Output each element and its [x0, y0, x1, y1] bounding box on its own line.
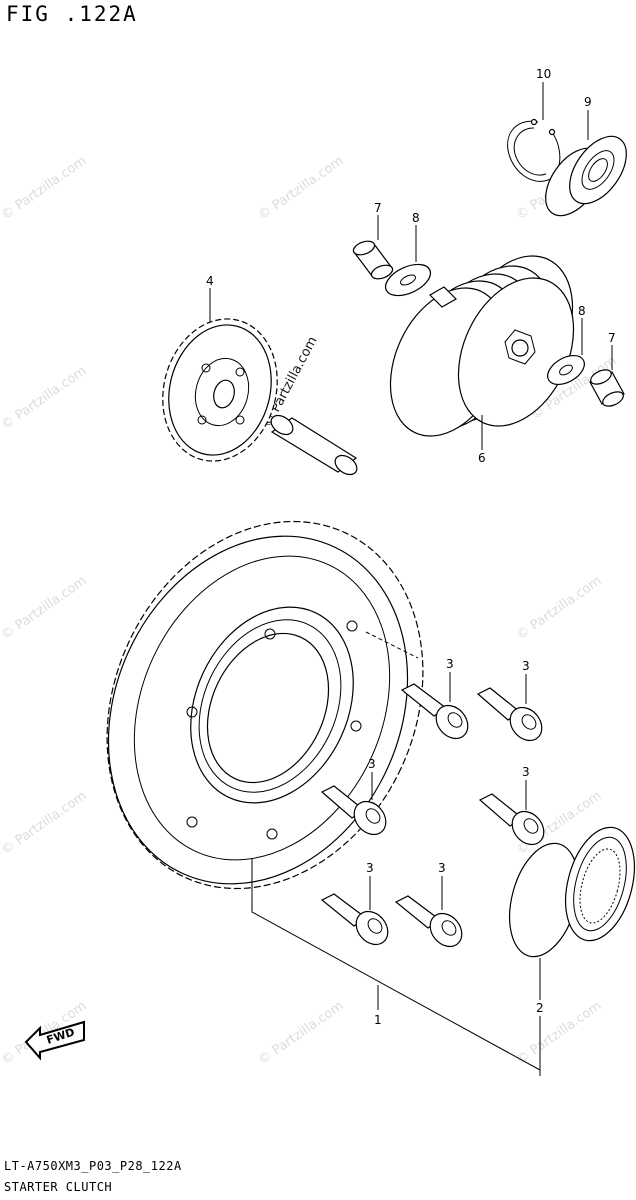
callout-3-f: 3: [438, 861, 446, 875]
part-1-starter-driven-gear: [106, 520, 541, 1071]
watermark-text: © Partzilla.com: [256, 998, 347, 1068]
callout-3-b: 3: [522, 659, 530, 673]
watermark-text: © Partzilla.com: [0, 153, 89, 223]
bolt-1: [400, 672, 469, 740]
bolt-3: [320, 772, 387, 836]
part-7-bushing-lower: [589, 345, 625, 407]
callout-6: 6: [478, 451, 486, 465]
part-8-washer-lower: [547, 318, 585, 386]
leader-lines: [365, 631, 419, 659]
part-3-bolts: [320, 672, 545, 948]
watermark-text: © Partzilla.com: [256, 153, 347, 223]
part-7-bushing-upper: [352, 215, 394, 280]
watermark-text: © Partzilla.com: [0, 363, 89, 433]
callout-4: 4: [206, 274, 214, 288]
bolt-4: [478, 780, 545, 846]
figure-code: LT-A750XM3_P03_P28_122A: [4, 1159, 182, 1173]
callout-8-lower: 8: [578, 304, 586, 318]
part-4-idle-gear: [162, 288, 278, 462]
callout-7-upper: 7: [374, 201, 382, 215]
part-2-needle-bearing: [509, 826, 635, 1076]
watermark-text: © Partzilla.com: [0, 788, 89, 858]
idle-gear-shaft: [270, 414, 358, 476]
callout-3-e: 3: [366, 861, 374, 875]
callout-10: 10: [536, 67, 551, 81]
callout-3-a: 3: [446, 657, 454, 671]
callout-3-c: 3: [368, 757, 376, 771]
bolt-5: [320, 876, 389, 946]
callout-3-d: 3: [522, 765, 530, 779]
figure-caption: STARTER CLUTCH: [4, 1180, 113, 1194]
callout-9: 9: [584, 95, 592, 109]
callout-numbers: 10 9 7 8 4 8 7 6 3 3 3 3 3 3 1 2: [206, 67, 616, 1027]
watermark-text: © Partzilla.com: [514, 573, 605, 643]
bolt-6: [394, 876, 463, 948]
part-9-bearing: [545, 110, 627, 217]
callout-8-upper: 8: [412, 211, 420, 225]
watermark-text: © Partzilla.com: [514, 998, 605, 1068]
bolt-2: [476, 674, 543, 742]
callout-2: 2: [536, 1001, 544, 1015]
part-8-washer-upper: [384, 225, 432, 297]
watermark-text: © Partzilla.com: [0, 573, 89, 643]
figure-title: FIG .122A: [6, 2, 138, 26]
fwd-arrow-icon: [24, 1020, 85, 1061]
fwd-badge: FWD: [24, 1020, 85, 1061]
part-6-clutch-drum: [389, 255, 575, 450]
callout-7-lower: 7: [608, 331, 616, 345]
part-10-circlip: [507, 82, 561, 182]
callout-1: 1: [374, 1013, 382, 1027]
